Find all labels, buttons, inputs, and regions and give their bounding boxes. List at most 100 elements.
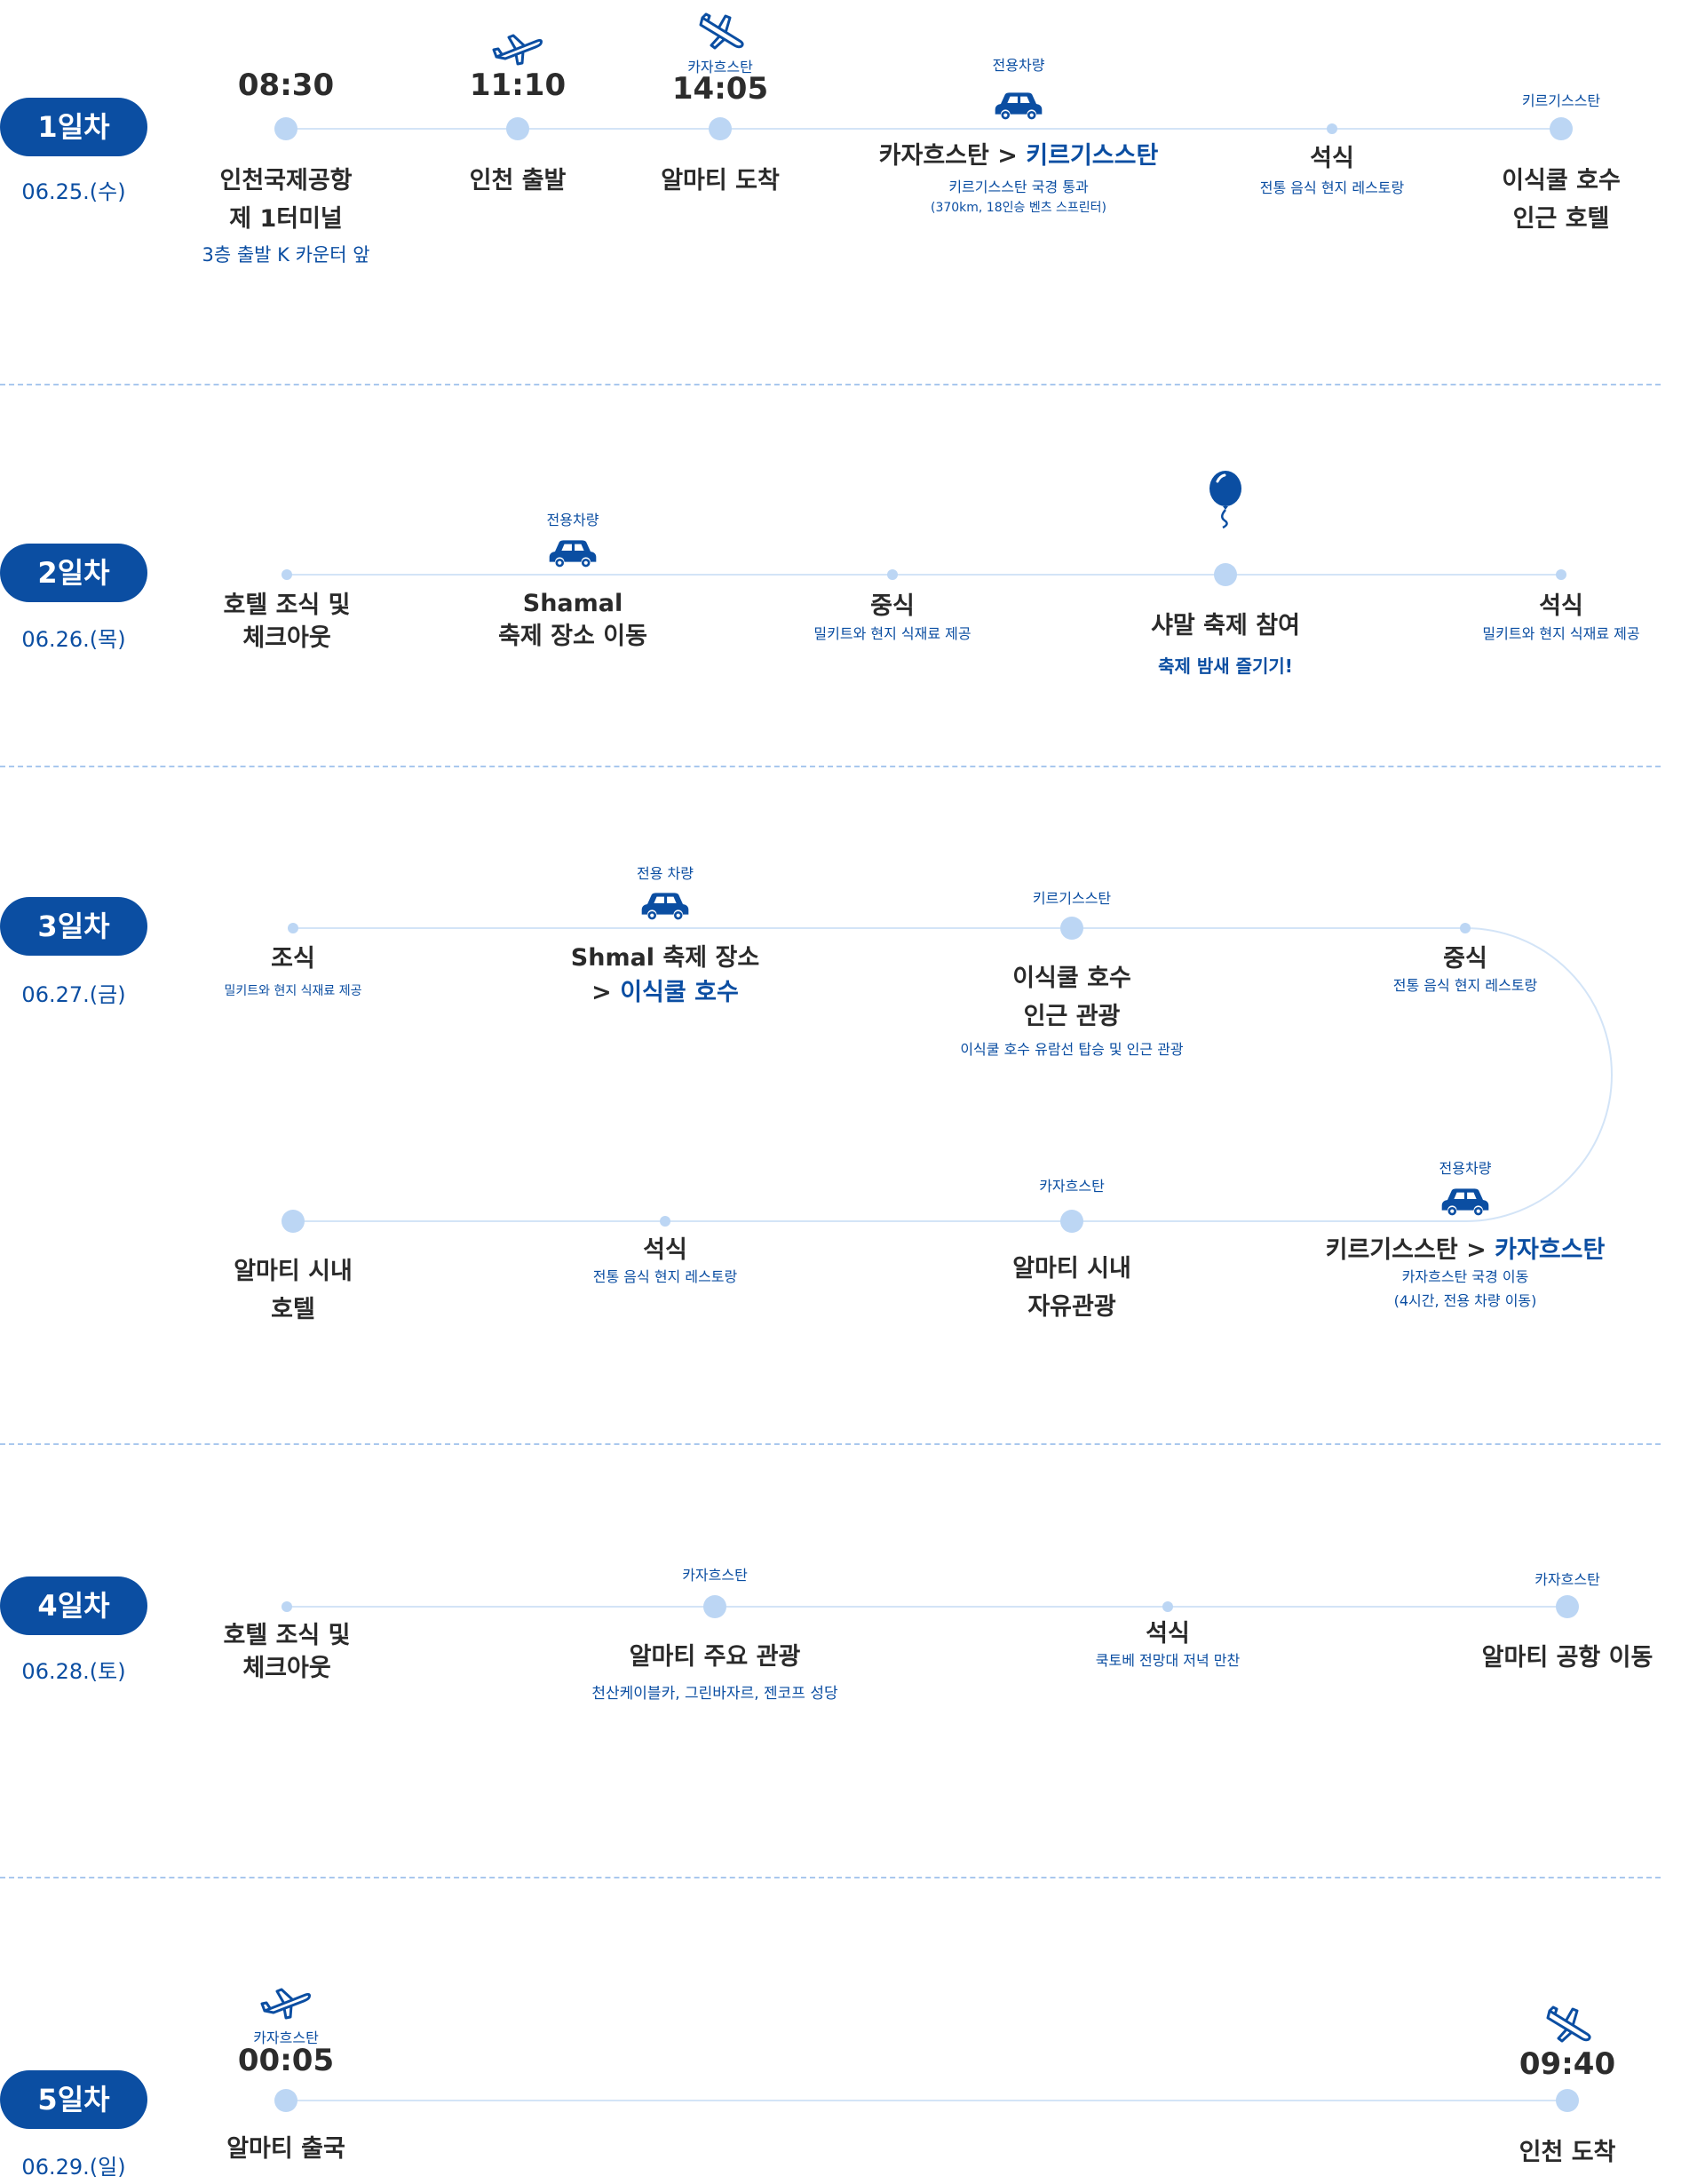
day-separator [0,1443,1661,1445]
event-title: 인천 도착 [1519,2139,1616,2166]
event-subtitle: 천산케이블카, 그린바자르, 젠코프 성당 [591,1685,838,1703]
event-title: 호텔 조식 및 [223,592,351,619]
airplane-landing-icon [695,12,745,50]
event-title: > 이식쿨 호수 [591,979,739,1006]
timeline-dot [1556,569,1566,580]
airplane-landing-icon [1542,2005,1592,2043]
event-label: 전용 차량 [637,865,694,882]
timeline-dot [506,117,529,140]
event-subtitle: 축제 밤새 즐기기! [1158,655,1293,677]
day-separator [0,384,1661,385]
event-title: 석식 [643,1236,687,1264]
event-subtitle: 전통 음식 현지 레스토랑 [1392,977,1538,994]
day-date: 06.29.(일) [21,2155,126,2180]
day-date: 06.27.(금) [21,982,126,1007]
event-label: 키르기스스탄 [1032,890,1112,907]
event-title: 인천국제공항 [219,167,353,195]
day-badge: 5일차 [0,2070,147,2129]
event-title: 호텔 조식 및 [223,1622,351,1649]
event-title: 중식 [1443,945,1487,973]
event-title: 석식 [1310,145,1354,172]
event-title: 알마티 시내 [234,1258,353,1285]
event-label: 전용차량 [992,57,1045,74]
event-title: 알마티 도착 [661,167,780,195]
timeline-dot [703,1595,726,1618]
event-label: 카자흐스탄 [1534,1571,1600,1588]
timeline-dot [1556,1595,1579,1618]
airplane-takeoff-icon [259,1984,313,2021]
event-label: 키르기스스탄 [1521,92,1601,109]
timeline-dot [1060,917,1083,940]
event-title: 인천 출발 [469,167,567,195]
event-subtitle: 카자흐스탄 국경 이동 [1401,1268,1529,1285]
car-icon [994,85,1043,121]
event-title: 호텔 [271,1296,315,1323]
event-subtitle: 전통 음식 현지 레스토랑 [592,1268,738,1285]
timeline-dot [709,117,732,140]
event-title: 키르기스스탄 > 카자흐스탄 [1325,1236,1606,1264]
event-subtitle: 쿡토베 전망대 저녁 만찬 [1095,1652,1241,1669]
event-subtitle: 이식쿨 호수 유람선 탑승 및 인근 관광 [960,1041,1184,1058]
event-title: 축제 장소 이동 [498,623,647,650]
event-title: Shamal [522,590,623,617]
timeline-line [286,2100,1565,2101]
timeline-dot [1550,117,1573,140]
event-title: 조식 [271,945,315,973]
timeline-line [287,574,1563,576]
timeline-dot [1214,563,1237,586]
timeline-dot [1060,1210,1083,1233]
airplane-takeoff-icon [491,30,544,68]
event-title: 체크아웃 [242,624,331,652]
timeline-dot [1162,1601,1173,1612]
event-title: 알마티 시내 [1012,1255,1131,1283]
car-icon [1440,1181,1490,1217]
day-separator [0,766,1661,767]
timeline-dot [660,1216,670,1227]
day-date: 06.25.(수) [21,179,126,204]
event-subtitle: (4시간, 전용 차량 이동) [1393,1292,1537,1309]
event-title: 석식 [1146,1620,1190,1648]
timeline-dot [282,1210,305,1233]
event-time: 09:40 [1519,2046,1616,2082]
day-date: 06.28.(토) [21,1659,126,1684]
timeline-dot [282,569,292,580]
day-badge: 3일차 [0,897,147,956]
event-label: 전용차량 [1439,1160,1492,1177]
event-subtitle: (370km, 18인승 벤츠 스프린터) [930,201,1107,215]
event-subtitle: 전통 음식 현지 레스토랑 [1259,179,1405,196]
event-subtitle: 밀키트와 현지 식재료 제공 [813,625,971,642]
event-label: 카자흐스탄 [1039,1178,1105,1195]
event-title: Shmal 축제 장소 [570,944,760,972]
event-title: 이식쿨 호수 [1012,965,1131,992]
day-date: 06.26.(목) [21,627,126,652]
timeline-dot [1556,2089,1579,2112]
event-title: 이식쿨 호수 [1502,167,1621,195]
event-title: 알마티 출국 [226,2135,345,2163]
event-subtitle: 3층 출발 K 카운터 앞 [202,244,370,266]
event-subtitle: 밀키트와 현지 식재료 제공 [1482,625,1640,642]
event-title: 알마티 주요 관광 [629,1643,801,1671]
timeline-dot [274,2089,297,2112]
timeline-line [287,1606,1567,1608]
event-time: 08:30 [237,68,335,103]
balloon-icon [1205,469,1246,529]
day-badge: 1일차 [0,98,147,156]
timeline-dot [887,569,898,580]
car-icon [640,886,690,921]
event-label: 카자흐스탄 [253,2029,319,2046]
event-title: 중식 [870,592,915,620]
event-title: 제 1터미널 [229,205,343,233]
event-title: 알마티 공항 이동 [1481,1644,1653,1672]
timeline-line [286,128,1561,130]
day-badge: 2일차 [0,544,147,602]
event-title: 카자흐스탄 > 키르기스스탄 [878,142,1159,170]
event-title: 인근 호텔 [1512,205,1610,233]
event-title: 체크아웃 [242,1655,331,1682]
timeline-dot [282,1601,292,1612]
day-badge: 4일차 [0,1576,147,1635]
day-separator [0,1877,1661,1878]
event-time: 14:05 [671,71,769,107]
event-label: 전용차량 [546,512,599,528]
event-title: 인근 관광 [1023,1003,1121,1030]
event-time: 11:10 [469,68,567,103]
